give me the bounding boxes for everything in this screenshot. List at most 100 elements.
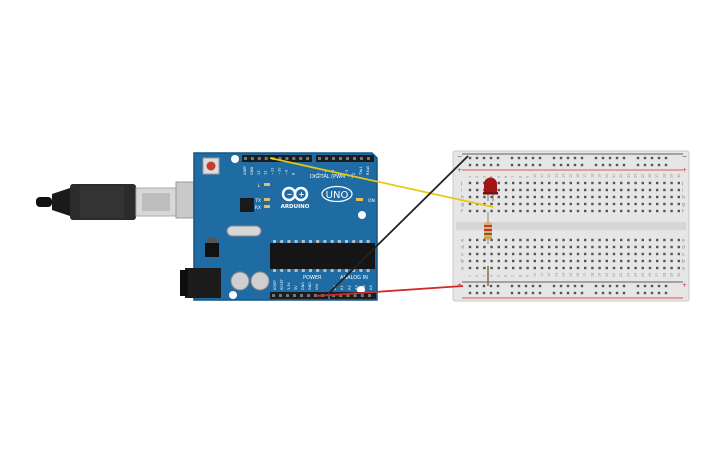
breadboard-hole[interactable] — [594, 291, 598, 295]
breadboard-hole[interactable] — [584, 252, 587, 256]
breadboard-hole[interactable] — [482, 163, 486, 167]
header-pin[interactable] — [306, 157, 310, 160]
breadboard-hole[interactable] — [540, 259, 544, 263]
breadboard-hole[interactable] — [650, 284, 654, 288]
breadboard-hole[interactable] — [648, 181, 652, 185]
breadboard-hole[interactable] — [663, 202, 666, 206]
breadboard-hole[interactable] — [559, 156, 563, 160]
breadboard-hole[interactable] — [490, 245, 493, 249]
breadboard-hole[interactable] — [555, 259, 558, 263]
breadboard-hole[interactable] — [612, 188, 616, 192]
breadboard-hole[interactable] — [504, 202, 508, 206]
breadboard-hole[interactable] — [656, 188, 659, 192]
breadboard-hole[interactable] — [476, 195, 479, 199]
breadboard-hole[interactable] — [584, 238, 587, 242]
breadboard-hole[interactable] — [657, 156, 661, 160]
breadboard-hole[interactable] — [524, 163, 528, 167]
breadboard-hole[interactable] — [584, 259, 587, 263]
breadboard-hole[interactable] — [634, 181, 637, 185]
breadboard-hole[interactable] — [548, 238, 551, 242]
breadboard-hole[interactable] — [569, 195, 572, 199]
breadboard-hole[interactable] — [648, 202, 652, 206]
breadboard-hole[interactable] — [605, 259, 608, 263]
breadboard-hole[interactable] — [591, 181, 594, 185]
breadboard-hole[interactable] — [476, 245, 479, 249]
breadboard-hole[interactable] — [559, 284, 563, 288]
breadboard-hole[interactable] — [663, 259, 666, 263]
breadboard-hole[interactable] — [656, 238, 659, 242]
breadboard-hole[interactable] — [634, 252, 637, 256]
breadboard-hole[interactable] — [538, 156, 542, 160]
breadboard-hole[interactable] — [576, 195, 580, 199]
breadboard-hole[interactable] — [526, 202, 529, 206]
breadboard-hole[interactable] — [559, 291, 563, 295]
breadboard-hole[interactable] — [663, 266, 666, 270]
breadboard-hole[interactable] — [490, 252, 493, 256]
breadboard-hole[interactable] — [584, 202, 587, 206]
breadboard-hole[interactable] — [677, 238, 680, 242]
header-pin[interactable] — [346, 294, 350, 297]
header-pin[interactable] — [257, 157, 261, 160]
breadboard-hole[interactable] — [643, 284, 647, 288]
breadboard-hole[interactable] — [555, 266, 558, 270]
breadboard-hole[interactable] — [612, 266, 616, 270]
breadboard-hole[interactable] — [627, 209, 630, 213]
breadboard-hole[interactable] — [641, 266, 644, 270]
breadboard-hole[interactable] — [648, 252, 652, 256]
breadboard-hole[interactable] — [591, 252, 594, 256]
breadboard-hole[interactable] — [598, 202, 601, 206]
breadboard-hole[interactable] — [519, 188, 522, 192]
header-pin[interactable] — [272, 294, 275, 297]
breadboard-hole[interactable] — [612, 259, 616, 263]
breadboard-hole[interactable] — [584, 245, 587, 249]
breadboard-hole[interactable] — [615, 291, 619, 295]
breadboard-hole[interactable] — [468, 209, 472, 213]
breadboard-hole[interactable] — [641, 181, 644, 185]
breadboard-hole[interactable] — [548, 181, 551, 185]
breadboard-hole[interactable] — [580, 284, 584, 288]
breadboard-hole[interactable] — [476, 209, 479, 213]
breadboard-hole[interactable] — [504, 238, 508, 242]
breadboard-hole[interactable] — [576, 188, 580, 192]
breadboard-hole[interactable] — [641, 245, 644, 249]
breadboard-hole[interactable] — [591, 195, 594, 199]
breadboard-hole[interactable] — [490, 238, 493, 242]
breadboard-hole[interactable] — [533, 209, 536, 213]
breadboard-hole[interactable] — [670, 245, 673, 249]
breadboard-hole[interactable] — [601, 284, 605, 288]
breadboard-hole[interactable] — [538, 291, 542, 295]
breadboard-hole[interactable] — [576, 181, 580, 185]
breadboard-hole[interactable] — [548, 245, 551, 249]
breadboard-hole[interactable] — [512, 195, 515, 199]
breadboard-hole[interactable] — [650, 156, 654, 160]
breadboard-hole[interactable] — [569, 266, 572, 270]
breadboard-hole[interactable] — [533, 188, 536, 192]
breadboard-hole[interactable] — [636, 284, 640, 288]
breadboard-hole[interactable] — [497, 238, 500, 242]
breadboard-hole[interactable] — [648, 238, 652, 242]
breadboard-hole[interactable] — [555, 188, 558, 192]
breadboard-hole[interactable] — [526, 195, 529, 199]
breadboard-hole[interactable] — [622, 284, 626, 288]
breadboard-hole[interactable] — [552, 156, 556, 160]
breadboard-hole[interactable] — [627, 202, 630, 206]
breadboard-hole[interactable] — [483, 266, 486, 270]
header-pin[interactable] — [286, 294, 289, 297]
header-pin[interactable] — [325, 157, 328, 160]
breadboard-hole[interactable] — [497, 195, 500, 199]
breadboard-hole[interactable] — [504, 195, 508, 199]
breadboard-hole[interactable] — [512, 259, 515, 263]
breadboard-hole[interactable] — [533, 238, 536, 242]
breadboard-hole[interactable] — [531, 284, 535, 288]
breadboard-hole[interactable] — [605, 245, 608, 249]
breadboard-hole[interactable] — [524, 156, 528, 160]
breadboard-hole[interactable] — [657, 291, 661, 295]
breadboard-hole[interactable] — [497, 266, 500, 270]
breadboard-hole[interactable] — [483, 259, 486, 263]
breadboard-hole[interactable] — [566, 156, 570, 160]
breadboard-hole[interactable] — [576, 238, 580, 242]
breadboard-hole[interactable] — [620, 252, 623, 256]
breadboard-hole[interactable] — [496, 156, 500, 160]
breadboard-hole[interactable] — [605, 238, 608, 242]
